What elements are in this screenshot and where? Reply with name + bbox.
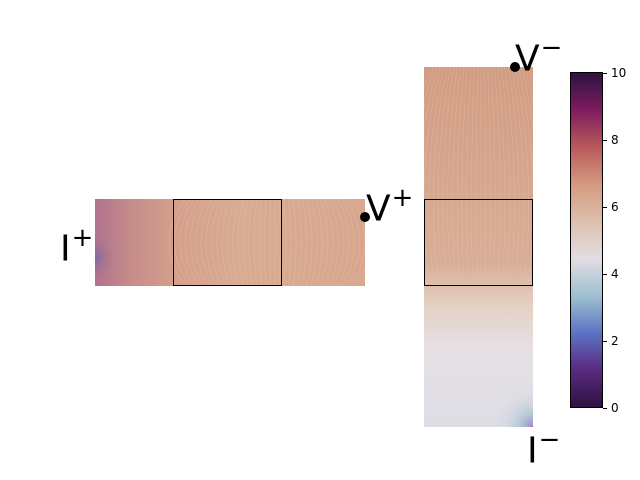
contour-line — [195, 198, 208, 287]
horizontal-sample-box — [173, 199, 282, 286]
contour-line — [297, 198, 302, 287]
colorbar-tick-label: 0 — [611, 401, 619, 415]
contour-line — [184, 198, 199, 287]
v-minus-sup: − — [540, 33, 563, 63]
contour-line — [258, 198, 262, 287]
contour-line — [211, 198, 222, 287]
contour-line — [301, 198, 308, 287]
contour-line — [447, 66, 458, 283]
colorbar-tick — [603, 140, 607, 141]
contour-line — [452, 66, 461, 283]
contour-line — [501, 66, 510, 283]
vertical-strip-field — [409, 66, 549, 427]
contour-line — [487, 66, 491, 283]
contour-line — [319, 198, 329, 287]
contour-line — [232, 198, 240, 287]
contour-line — [497, 66, 506, 283]
contour-line — [484, 66, 487, 283]
colorbar-tick — [603, 408, 607, 409]
contour-line — [337, 198, 350, 287]
contour-line — [471, 66, 475, 283]
colorbar — [570, 72, 603, 408]
contour-line — [342, 198, 355, 287]
colorbar-tick-label: 4 — [611, 267, 619, 281]
contour-line — [205, 198, 217, 287]
contour-line — [433, 66, 448, 283]
v-plus-terminal — [360, 212, 370, 222]
contour-line — [264, 198, 267, 287]
contour-line — [248, 198, 253, 287]
i-minus-sup: − — [538, 425, 561, 455]
contour-line — [475, 66, 478, 283]
contour-line — [442, 66, 455, 283]
colorbar-tick-label: 8 — [611, 133, 619, 147]
v-plus-sup: + — [391, 183, 414, 213]
contour-line — [504, 66, 515, 283]
contour-line — [466, 66, 472, 283]
contour-line — [490, 66, 496, 283]
contour-line — [221, 198, 231, 287]
vertical-strip-panel — [409, 66, 549, 427]
v-minus-base: V — [515, 38, 540, 80]
horizontal-strip-panel — [95, 198, 376, 287]
i-minus-base: I — [527, 430, 538, 472]
contour-line — [423, 66, 441, 283]
i-plus-sup: + — [71, 223, 94, 253]
v-plus-base: V — [366, 188, 391, 230]
colorbar-tick-label: 2 — [611, 334, 619, 348]
contour-line — [333, 198, 345, 287]
contour-line — [324, 198, 334, 287]
v-minus-label: V− — [515, 33, 563, 80]
colorbar-tick-label: 10 — [611, 66, 627, 80]
contour-line — [168, 198, 186, 287]
colorbar-tick — [603, 274, 607, 275]
contour-line — [200, 198, 213, 287]
contour-line — [242, 198, 249, 287]
contour-line — [279, 198, 281, 287]
v-minus-terminal — [510, 62, 520, 72]
contour-line — [288, 198, 292, 287]
contour-line — [292, 198, 297, 287]
contour-line — [456, 66, 465, 283]
contour-line — [283, 198, 286, 287]
contour-line — [428, 66, 444, 283]
contour-line — [315, 198, 323, 287]
i-minus-label: I− — [527, 425, 561, 472]
contour-line — [216, 198, 226, 287]
contour-line — [507, 66, 520, 283]
contour-line — [310, 198, 318, 287]
contour-line — [237, 198, 244, 287]
colorbar-tick — [603, 73, 607, 74]
v-plus-label: V+ — [366, 183, 414, 230]
contour-line — [494, 66, 501, 283]
i-plus-label: I+ — [60, 223, 94, 270]
contour-line — [328, 198, 339, 287]
vertical-sample-box — [424, 199, 533, 286]
contour-line — [306, 198, 313, 287]
horizontal-strip-field — [95, 198, 376, 287]
contour-line — [437, 66, 451, 283]
contour-line — [269, 198, 271, 287]
colorbar-tick — [603, 207, 607, 208]
colorbar-tick — [603, 341, 607, 342]
contour-line — [461, 66, 468, 283]
contour-line — [189, 198, 204, 287]
contour-line — [514, 66, 529, 283]
i-plus-base: I — [60, 228, 71, 270]
contour-line — [174, 198, 190, 287]
contour-line — [227, 198, 235, 287]
contour-line — [518, 66, 534, 283]
contour-line — [253, 198, 258, 287]
contour-line — [346, 198, 361, 287]
contour-line — [511, 66, 525, 283]
colorbar-tick-label: 6 — [611, 200, 619, 214]
contour-line — [179, 198, 195, 287]
